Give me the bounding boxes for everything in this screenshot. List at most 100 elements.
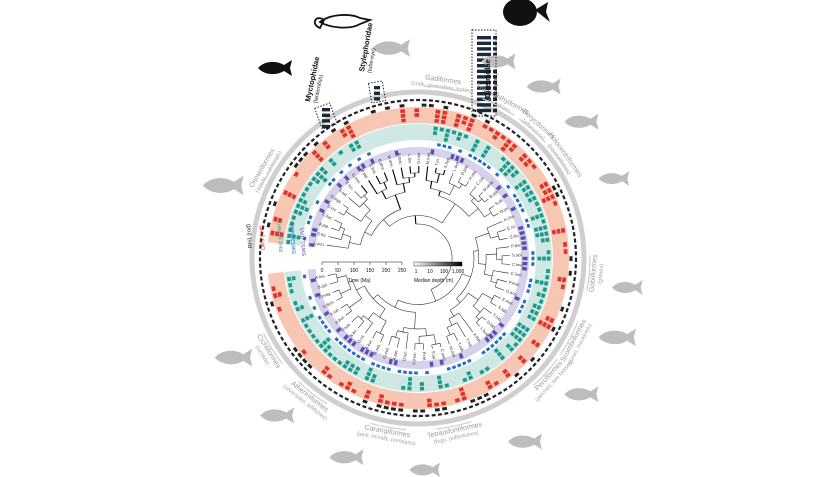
opsin-mark — [436, 375, 442, 380]
opsin-mark — [540, 293, 546, 299]
lws-marks — [270, 108, 568, 408]
species-label: M.mol. — [448, 345, 457, 359]
fish-silhouette — [260, 407, 295, 424]
opsin-mark — [308, 215, 313, 220]
depth-tick-label: 10 — [427, 269, 433, 275]
opsin-mark — [360, 163, 366, 170]
opsin-mark — [482, 123, 488, 130]
fish-silhouette — [611, 280, 643, 295]
species-label: C.sem. — [439, 348, 447, 362]
rh1-copy-mark — [477, 69, 491, 73]
opsin-mark — [517, 354, 524, 361]
fish-silhouette — [481, 53, 516, 70]
species-label: B.pha. — [377, 158, 386, 171]
opsin-mark — [450, 153, 455, 160]
species-label: A.per. — [392, 349, 399, 361]
species-label: C.har. — [321, 212, 333, 221]
opsin-mark — [493, 347, 500, 354]
time-tick-label: 200 — [382, 268, 391, 274]
opsin-mark — [557, 276, 562, 282]
rh2-marks — [286, 126, 551, 391]
opsin-mark — [455, 113, 462, 119]
opsin-mark — [304, 207, 310, 213]
opsin-mark — [456, 136, 461, 142]
rh1-copy-mark — [322, 124, 330, 129]
opsin-mark — [364, 349, 370, 356]
rh1-copy-mark — [477, 108, 491, 113]
opsin-mark — [295, 203, 301, 209]
opsin-mark — [311, 149, 318, 156]
opsin-mark — [457, 131, 463, 137]
ring-label-lws: LWS (red) — [259, 225, 267, 250]
opsin-mark — [480, 153, 486, 159]
outer-grey-ring — [249, 89, 587, 427]
opsin-mark — [523, 161, 529, 168]
ring-label-rh2: RH2 (green) — [276, 222, 285, 253]
opsin-mark — [519, 230, 525, 236]
fish-silhouette — [564, 386, 599, 403]
species-label: M.zeb. — [372, 343, 382, 357]
opsin-mark — [381, 365, 386, 370]
opsin-mark — [299, 304, 305, 310]
opsin-mark — [335, 327, 342, 333]
species-label: O.myk. — [329, 193, 343, 205]
opsin-mark — [370, 378, 376, 384]
species-label: S.lal. — [431, 350, 437, 360]
opsin-mark — [560, 284, 566, 290]
opsin-mark — [500, 146, 507, 152]
opsin-rings — [249, 36, 587, 427]
ring-label-sws2: SWS2 (blue) — [289, 223, 298, 255]
opsin-mark — [323, 310, 330, 317]
rh1-copy-mark — [493, 86, 497, 90]
opsin-mark — [461, 395, 468, 401]
species-label: L.bud. — [479, 326, 491, 338]
opsin-mark — [525, 184, 531, 191]
opsin-mark — [308, 313, 314, 319]
opsin-mark — [447, 145, 452, 150]
opsin-mark — [491, 329, 498, 336]
opsin-mark — [520, 304, 525, 309]
opsin-mark — [536, 304, 542, 311]
depth-gradient-bar — [413, 261, 463, 267]
opsin-mark — [325, 144, 331, 150]
species-label: P.mag. — [318, 291, 332, 300]
species-label: G.mor. — [416, 151, 421, 164]
opsin-mark — [398, 408, 404, 412]
opsin-mark — [469, 118, 475, 124]
opsin-mark — [541, 321, 548, 328]
opsin-mark — [534, 214, 540, 220]
species-label: S.dum. — [322, 299, 336, 310]
opsin-mark — [441, 115, 447, 120]
rh1-copy-mark — [493, 103, 497, 107]
fish-silhouette — [598, 328, 636, 347]
opsin-mark — [384, 106, 391, 111]
opsin-mark — [279, 232, 284, 238]
opsin-mark — [362, 399, 368, 404]
opsin-mark — [436, 143, 442, 147]
opsin-mark — [352, 370, 359, 376]
time-axis-label: Time (Ma) — [348, 278, 371, 284]
opsin-mark — [350, 147, 357, 153]
rh1-copy-mark — [477, 80, 491, 85]
opsin-mark — [524, 192, 530, 198]
opsin-mark — [549, 317, 555, 324]
ring-label-sws1: SWS1 (UV) — [300, 227, 308, 256]
opsin-mark — [479, 369, 485, 375]
opsin-mark — [383, 405, 389, 410]
opsin-mark — [322, 140, 329, 147]
opsin-mark — [539, 280, 544, 285]
opsin-mark — [397, 369, 402, 374]
opsin-mark — [384, 400, 390, 405]
opsin-mark — [347, 367, 353, 373]
opsin-mark — [334, 336, 340, 342]
species-label: S.for. — [317, 231, 328, 238]
time-tick-label: 250 — [398, 268, 407, 274]
rh1-copy-mark — [322, 113, 330, 117]
opsin-mark — [494, 130, 501, 137]
diretmidae-box — [471, 29, 497, 117]
opsin-mark — [532, 303, 538, 309]
species-label: B.mac. — [396, 152, 403, 166]
opsin-mark — [314, 338, 320, 344]
species-label: T.nig. — [465, 337, 474, 348]
opsin-mark — [297, 352, 303, 359]
